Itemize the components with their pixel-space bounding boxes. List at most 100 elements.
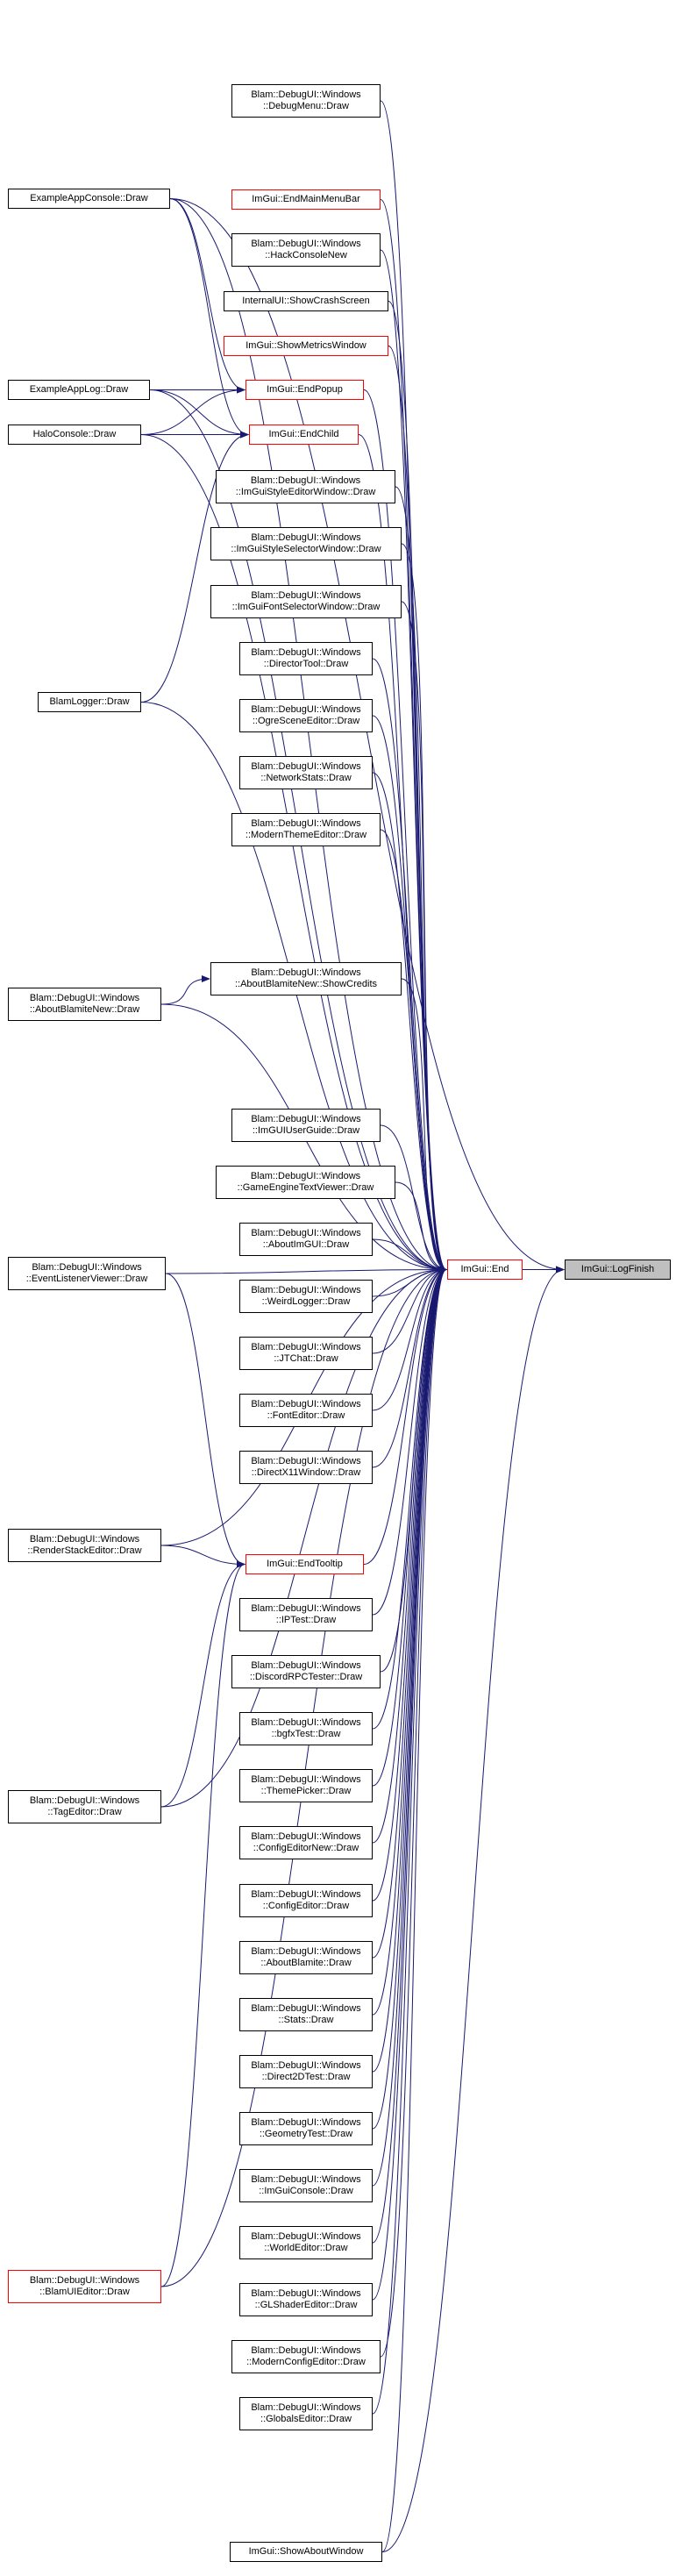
node-label-line: ImGui::EndChild	[268, 429, 339, 439]
node-glshadereditor-draw[interactable]: Blam::DebugUI::Windows::GLShaderEditor::…	[239, 2283, 373, 2316]
edge-configeditornew-to-end	[372, 1266, 447, 1844]
node-label-line: Blam::DebugUI::Windows	[251, 818, 361, 829]
edge-stats-to-end	[372, 1266, 447, 2016]
node-imguiconsole-draw[interactable]: Blam::DebugUI::Windows::ImGuiConsole::Dr…	[239, 2169, 373, 2202]
node-configeditornew-draw[interactable]: Blam::DebugUI::Windows::ConfigEditorNew:…	[239, 1826, 373, 1859]
node-aboutimgui-draw[interactable]: Blam::DebugUI::Windows::AboutImGUI::Draw	[239, 1223, 373, 1256]
node-label-line: Blam::DebugUI::Windows	[251, 2288, 361, 2299]
node-label-line: BlamLogger::Draw	[49, 696, 130, 707]
node-imguiuserguide-draw[interactable]: Blam::DebugUI::Windows::ImGUIUserGuide::…	[231, 1109, 381, 1142]
node-label-line: Blam::DebugUI::Windows	[251, 761, 361, 772]
node-label-line: Blam::DebugUI::Windows	[251, 2117, 361, 2128]
node-label-line: Blam::DebugUI::Windows	[251, 1399, 361, 1409]
node-label-line: ::EventListenerViewer::Draw	[25, 1274, 148, 1284]
edge-endmainmenubar-to-end	[380, 199, 447, 1274]
edge-themepicker-to-end	[372, 1266, 447, 1787]
node-label-line: ImGui::EndPopup	[267, 384, 343, 395]
node-showcrashscreen[interactable]: InternalUI::ShowCrashScreen	[224, 291, 388, 311]
node-aboutblamitenew-showcredits[interactable]: Blam::DebugUI::Windows::AboutBlamiteNew:…	[210, 962, 402, 995]
node-hackconsolenew[interactable]: Blam::DebugUI::Windows::HackConsoleNew	[231, 233, 381, 267]
node-configeditor-draw[interactable]: Blam::DebugUI::Windows::ConfigEditor::Dr…	[239, 1884, 373, 1917]
node-geometrytest-draw[interactable]: Blam::DebugUI::Windows::GeometryTest::Dr…	[239, 2112, 373, 2145]
edge-blamlogger-to-endchild	[140, 431, 249, 703]
node-blamuieditor-draw[interactable]: Blam::DebugUI::Windows::BlamUIEditor::Dr…	[8, 2270, 161, 2303]
node-weirdlogger-draw[interactable]: Blam::DebugUI::Windows::WeirdLogger::Dra…	[239, 1280, 373, 1313]
node-label-line: ::DebugMenu::Draw	[263, 101, 349, 111]
edge-modernconfig-to-end	[380, 1266, 447, 2358]
node-tageditor-draw[interactable]: Blam::DebugUI::Windows::TagEditor::Draw	[8, 1790, 161, 1823]
node-ogresceneeditor-draw[interactable]: Blam::DebugUI::Windows::OgreSceneEditor:…	[239, 699, 373, 732]
node-label-line: Blam::DebugUI::Windows	[29, 2275, 140, 2286]
node-imgui-logfinish: ImGui::LogFinish	[565, 1259, 671, 1280]
node-stats-draw[interactable]: Blam::DebugUI::Windows::Stats::Draw	[239, 1998, 373, 2031]
edge-showmetrics-to-end	[388, 346, 447, 1274]
node-exampleapplog-draw[interactable]: ExampleAppLog::Draw	[8, 380, 150, 400]
node-label-line: ExampleAppConsole::Draw	[30, 193, 148, 203]
node-imguistyleeditorwindow-draw[interactable]: Blam::DebugUI::Windows::ImGuiStyleEditor…	[216, 470, 395, 503]
node-aboutblamitenew-draw[interactable]: Blam::DebugUI::Windows::AboutBlamiteNew:…	[8, 988, 161, 1021]
node-label-line: ::GlobalsEditor::Draw	[260, 2414, 352, 2424]
node-label-line: ::Direct2DTest::Draw	[261, 2072, 351, 2082]
node-label-line: ::WeirdLogger::Draw	[261, 1296, 351, 1307]
edge-showabout-to-end	[381, 1266, 447, 2552]
node-label-line: ::AboutBlamiteNew::ShowCredits	[234, 979, 377, 989]
node-fonteditor-draw[interactable]: Blam::DebugUI::Windows::FontEditor::Draw	[239, 1394, 373, 1427]
node-label-line: Blam::DebugUI::Windows	[251, 1228, 361, 1238]
node-modernthemeeditor-draw[interactable]: Blam::DebugUI::Windows::ModernThemeEdito…	[231, 813, 381, 846]
node-themepicker-draw[interactable]: Blam::DebugUI::Windows::ThemePicker::Dra…	[239, 1769, 373, 1802]
node-label-line: ImGui::End	[460, 1264, 509, 1274]
node-label-line: ImGui::EndTooltip	[267, 1559, 343, 1569]
node-bgfxtest-draw[interactable]: Blam::DebugUI::Windows::bgfxTest::Draw	[239, 1712, 373, 1745]
node-worldeditor-draw[interactable]: Blam::DebugUI::Windows::WorldEditor::Dra…	[239, 2226, 373, 2259]
edge-tageditor-to-endtooltip	[160, 1560, 245, 1808]
node-jtchat-draw[interactable]: Blam::DebugUI::Windows::JTChat::Draw	[239, 1337, 373, 1370]
node-iptest-draw[interactable]: Blam::DebugUI::Windows::IPTest::Draw	[239, 1598, 373, 1631]
node-globalseditor-draw[interactable]: Blam::DebugUI::Windows::GlobalsEditor::D…	[239, 2397, 373, 2430]
node-imgui-endpopup[interactable]: ImGui::EndPopup	[245, 380, 364, 400]
edge-showcredits-to-end	[401, 978, 447, 1274]
node-networkstats-draw[interactable]: Blam::DebugUI::Windows::NetworkStats::Dr…	[239, 756, 373, 789]
node-imguifontselectorwindow-draw[interactable]: Blam::DebugUI::Windows::ImGuiFontSelecto…	[210, 585, 402, 618]
node-label-line: ::NetworkStats::Draw	[260, 773, 352, 783]
node-label-line: ::BlamUIEditor::Draw	[39, 2287, 130, 2297]
node-label-line: ::RenderStackEditor::Draw	[27, 1545, 142, 1556]
node-directortool-draw[interactable]: Blam::DebugUI::Windows::DirectorTool::Dr…	[239, 642, 373, 675]
node-imguistyleselectorwindow-draw[interactable]: Blam::DebugUI::Windows::ImGuiStyleSelect…	[210, 527, 402, 560]
node-label-line: ::Stats::Draw	[278, 2015, 334, 2025]
node-label-line: ::FontEditor::Draw	[267, 1410, 345, 1421]
node-label-line: ::GameEngineTextViewer::Draw	[237, 1182, 374, 1193]
node-label-line: ::TagEditor::Draw	[47, 1807, 122, 1817]
node-label-line: Blam::DebugUI::Windows	[32, 1262, 142, 1273]
edge-example_console-to-endpopup	[169, 198, 245, 394]
node-imgui-end[interactable]: ImGui::End	[447, 1259, 523, 1280]
edge-showabout-to-logfinish	[381, 1266, 565, 2552]
node-aboutblamite-draw[interactable]: Blam::DebugUI::Windows::AboutBlamite::Dr…	[239, 1941, 373, 1974]
node-haloconsole-draw[interactable]: HaloConsole::Draw	[8, 425, 141, 445]
node-imgui-showaboutwindow[interactable]: ImGui::ShowAboutWindow	[230, 2542, 382, 2562]
node-imgui-endtooltip[interactable]: ImGui::EndTooltip	[245, 1554, 364, 1574]
edge-eventlistener-to-end	[165, 1266, 447, 1274]
node-imgui-showmetricswindow[interactable]: ImGui::ShowMetricsWindow	[224, 336, 388, 356]
node-label-line: ImGui::ShowAboutWindow	[248, 2546, 364, 2557]
node-label-line: ::ModernConfigEditor::Draw	[246, 2357, 366, 2367]
node-directx11window-draw[interactable]: Blam::DebugUI::Windows::DirectX11Window:…	[239, 1451, 373, 1484]
node-eventlistenerviewer-draw[interactable]: Blam::DebugUI::Windows::EventListenerVie…	[8, 1257, 166, 1290]
edge-endpopup-to-end	[363, 389, 447, 1274]
node-label-line: Blam::DebugUI::Windows	[251, 1456, 361, 1466]
node-debugmenu-draw[interactable]: Blam::DebugUI::Windows::DebugMenu::Draw	[231, 84, 381, 118]
node-label-line: Blam::DebugUI::Windows	[29, 993, 140, 1003]
node-imgui-endmainmenubar[interactable]: ImGui::EndMainMenuBar	[231, 189, 381, 210]
node-renderstackeditor-draw[interactable]: Blam::DebugUI::Windows::RenderStackEdito…	[8, 1529, 161, 1562]
node-discordrpctester-draw[interactable]: Blam::DebugUI::Windows::DiscordRPCTester…	[231, 1655, 381, 1688]
node-gameenginetextviewer-draw[interactable]: Blam::DebugUI::Windows::GameEngineTextVi…	[216, 1166, 395, 1199]
node-label-line: ::HackConsoleNew	[265, 250, 347, 260]
node-label-line: ::AboutBlamite::Draw	[260, 1958, 352, 1968]
edge-example_console-to-endchild	[169, 198, 249, 439]
node-label-line: Blam::DebugUI::Windows	[251, 2174, 361, 2185]
node-modernconfigeditor-draw[interactable]: Blam::DebugUI::Windows::ModernConfigEdit…	[231, 2340, 381, 2373]
node-blamlogger-draw[interactable]: BlamLogger::Draw	[38, 692, 141, 712]
node-direct2dtest-draw[interactable]: Blam::DebugUI::Windows::Direct2DTest::Dr…	[239, 2055, 373, 2088]
node-exampleappconsole-draw[interactable]: ExampleAppConsole::Draw	[8, 189, 170, 209]
node-imgui-endchild[interactable]: ImGui::EndChild	[249, 425, 359, 445]
